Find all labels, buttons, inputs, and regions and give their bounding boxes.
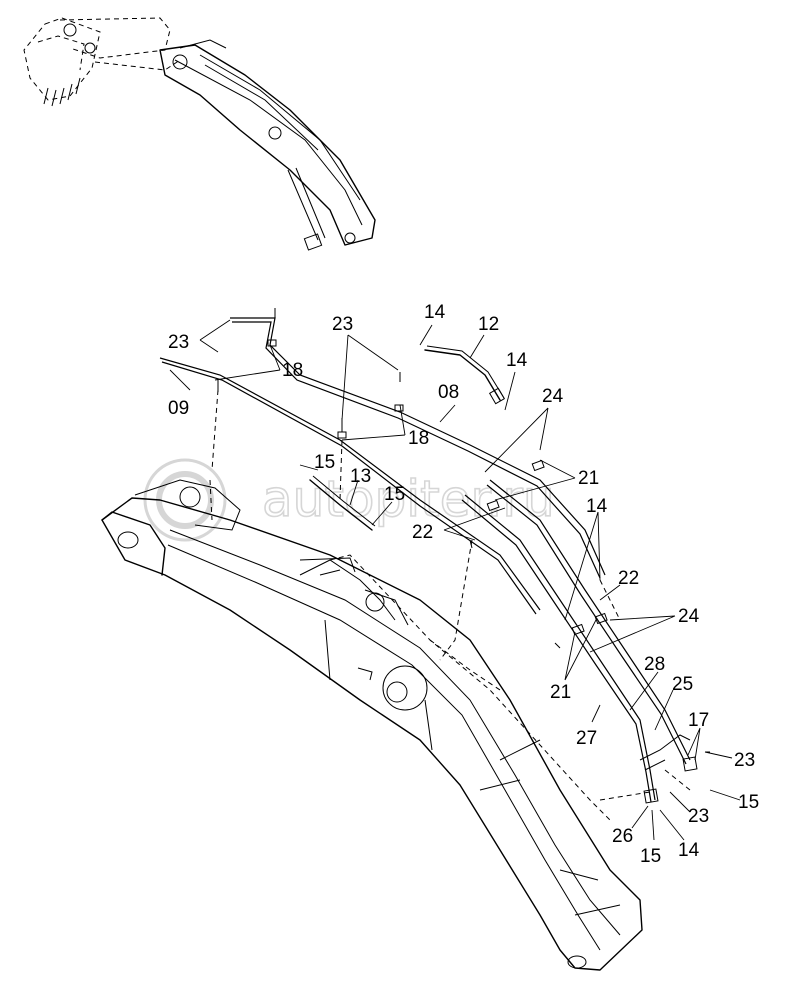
callout-14: 14 bbox=[506, 350, 528, 371]
callout-25: 25 bbox=[672, 674, 693, 695]
callout-23: 23 bbox=[332, 314, 353, 335]
overview-arm-drawing bbox=[23, 17, 376, 251]
callout-15: 15 bbox=[314, 452, 335, 473]
callout-14: 14 bbox=[424, 302, 446, 323]
callout-22: 22 bbox=[618, 568, 639, 589]
callout-15: 15 bbox=[384, 484, 405, 505]
callout-21: 21 bbox=[578, 468, 599, 489]
callout-13: 13 bbox=[350, 466, 371, 487]
callout-17: 17 bbox=[688, 710, 709, 731]
callout-14: 14 bbox=[586, 496, 608, 517]
callout-labels: 23 18 09 23 18 14 12 14 08 24 21 15 13 1… bbox=[168, 302, 759, 867]
hydraulic-tubes bbox=[159, 308, 710, 804]
callout-24: 24 bbox=[542, 386, 564, 407]
callout-09: 09 bbox=[168, 398, 189, 419]
watermark-text: autopiter.ru bbox=[262, 470, 555, 528]
callout-15: 15 bbox=[738, 792, 759, 813]
callout-15: 15 bbox=[640, 846, 661, 867]
callout-23: 23 bbox=[168, 332, 189, 353]
callout-27: 27 bbox=[576, 728, 597, 749]
callout-08: 08 bbox=[438, 382, 459, 403]
leader-lines bbox=[169, 319, 741, 841]
boom-structure bbox=[101, 479, 643, 971]
callout-14: 14 bbox=[678, 840, 700, 861]
callout-23: 23 bbox=[688, 806, 709, 827]
callout-24: 24 bbox=[678, 606, 700, 627]
callout-23: 23 bbox=[734, 750, 755, 771]
callout-18: 18 bbox=[408, 428, 429, 449]
callout-12: 12 bbox=[478, 314, 499, 335]
callout-18: 18 bbox=[282, 360, 303, 381]
callout-28: 28 bbox=[644, 654, 665, 675]
watermark: autopiter.ru bbox=[143, 458, 555, 542]
callout-26: 26 bbox=[612, 826, 633, 847]
callout-22: 22 bbox=[412, 522, 433, 543]
callout-21: 21 bbox=[550, 682, 571, 703]
